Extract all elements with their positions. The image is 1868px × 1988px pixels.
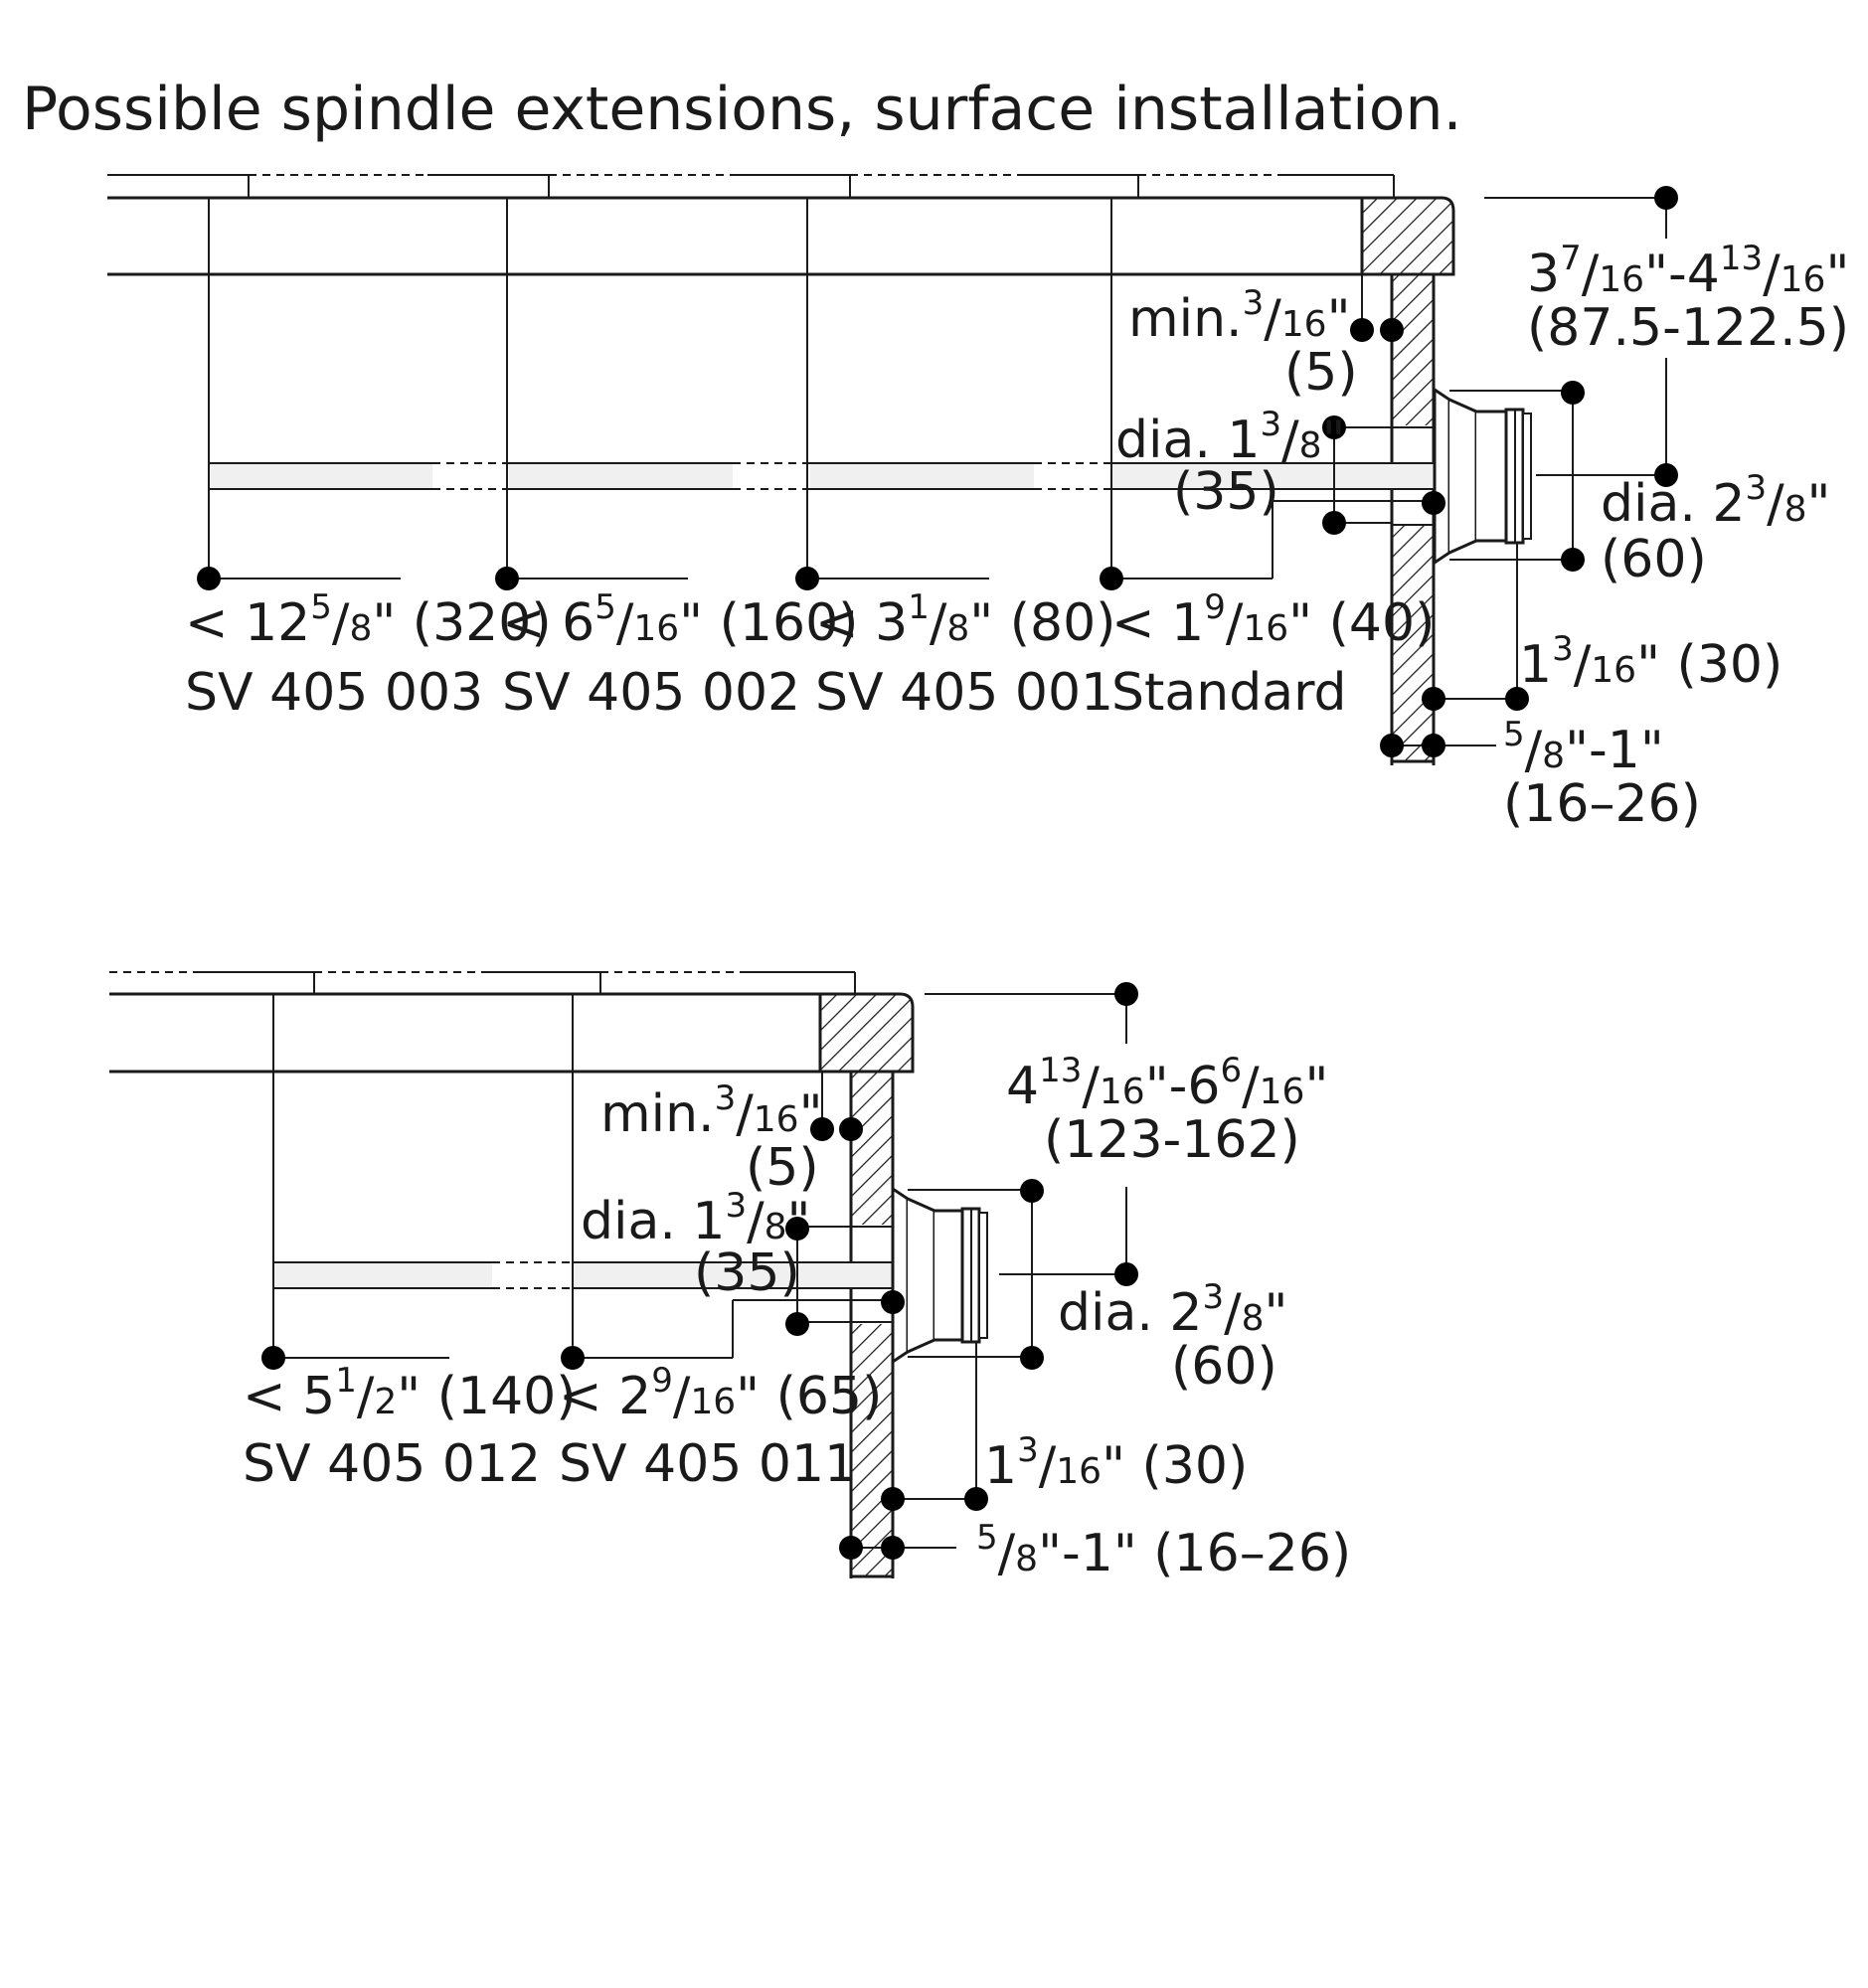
bottom-diagram: < 51/2" (140) SV 405 012 < 29/16" (65) S… [109, 971, 1351, 1583]
bottom-knob-dia-mm: (60) [1171, 1337, 1277, 1397]
top-min-mm: (5) [1284, 343, 1358, 403]
ext-length-4: < 19/16" (40) [1111, 587, 1435, 653]
top-rail [107, 174, 1395, 198]
top-housing-hatch [1360, 196, 1455, 276]
bottom-knob-dia-label: dia. 23/8" [1058, 1277, 1287, 1343]
ext-model-6: SV 405 011 [559, 1434, 857, 1494]
bottom-range-mm: (123-162) [1044, 1110, 1300, 1170]
bottom-extension-lines [272, 994, 893, 1359]
ext-length-1: < 125/8" (320) [185, 587, 552, 653]
top-shaft [208, 461, 1435, 491]
bottom-dimension-dots [261, 982, 1138, 1560]
bottom-knob [891, 1186, 988, 1365]
top-dimension-dots [197, 186, 1678, 757]
top-knob [1433, 387, 1532, 566]
bottom-min-label: min.3/16" [600, 1078, 823, 1144]
bottom-shaft-dia-label: dia. 13/8" [581, 1186, 810, 1251]
bottom-rail [109, 971, 856, 994]
ext-model-1: SV 405 003 [185, 663, 483, 723]
bottom-range-label: 413/16"-66/16" [1006, 1051, 1328, 1116]
top-diagram: < 125/8" (320) SV 405 003 < 65/16" (160)… [107, 174, 1849, 834]
bottom-extension-labels: < 51/2" (140) SV 405 012 < 29/16" (65) S… [243, 1361, 882, 1494]
bottom-housing [109, 992, 820, 1074]
top-knob-dia-mm: (60) [1601, 530, 1707, 589]
bottom-shaft-dia-mm: (35) [694, 1243, 800, 1303]
ext-length-3: < 31/8" (80) [815, 587, 1115, 653]
top-knob-dia-label: dia. 23/8" [1601, 468, 1830, 534]
top-range-mm: (87.5-122.5) [1527, 298, 1849, 358]
top-knob-depth-label: 13/16" (30) [1519, 629, 1783, 695]
bottom-shaft [272, 1260, 893, 1290]
top-min-label: min.3/16" [1128, 283, 1351, 349]
bottom-min-mm: (5) [746, 1138, 819, 1198]
bottom-knob-depth-label: 13/16" (30) [984, 1430, 1248, 1496]
bottom-housing-hatch [818, 992, 915, 1074]
top-extension-labels: < 125/8" (320) SV 405 003 < 65/16" (160)… [185, 587, 1435, 723]
top-panel-mm: (16–26) [1503, 774, 1701, 834]
ext-length-2: < 65/16" (160) [502, 587, 858, 653]
top-shaft-dia-mm: (35) [1173, 462, 1279, 522]
ext-length-5: < 51/2" (140) [243, 1361, 577, 1426]
bottom-panel-label: 5/8"-1" (16–26) [976, 1518, 1351, 1583]
top-extension-lines [208, 198, 1435, 580]
ext-model-3: SV 405 001 [815, 663, 1113, 723]
ext-model-4: Standard [1111, 663, 1347, 723]
top-housing [107, 196, 1362, 276]
top-range-label: 37/16"-413/16" [1527, 239, 1849, 304]
top-panel-label: 5/8"-1" [1503, 715, 1664, 780]
ext-model-5: SV 405 012 [243, 1434, 541, 1494]
top-shaft-dia-label: dia. 13/8" [1115, 405, 1345, 470]
ext-length-6: < 29/16" (65) [559, 1361, 882, 1426]
ext-model-2: SV 405 002 [502, 663, 800, 723]
page-title: Possible spindle extensions, surface ins… [22, 75, 1462, 144]
